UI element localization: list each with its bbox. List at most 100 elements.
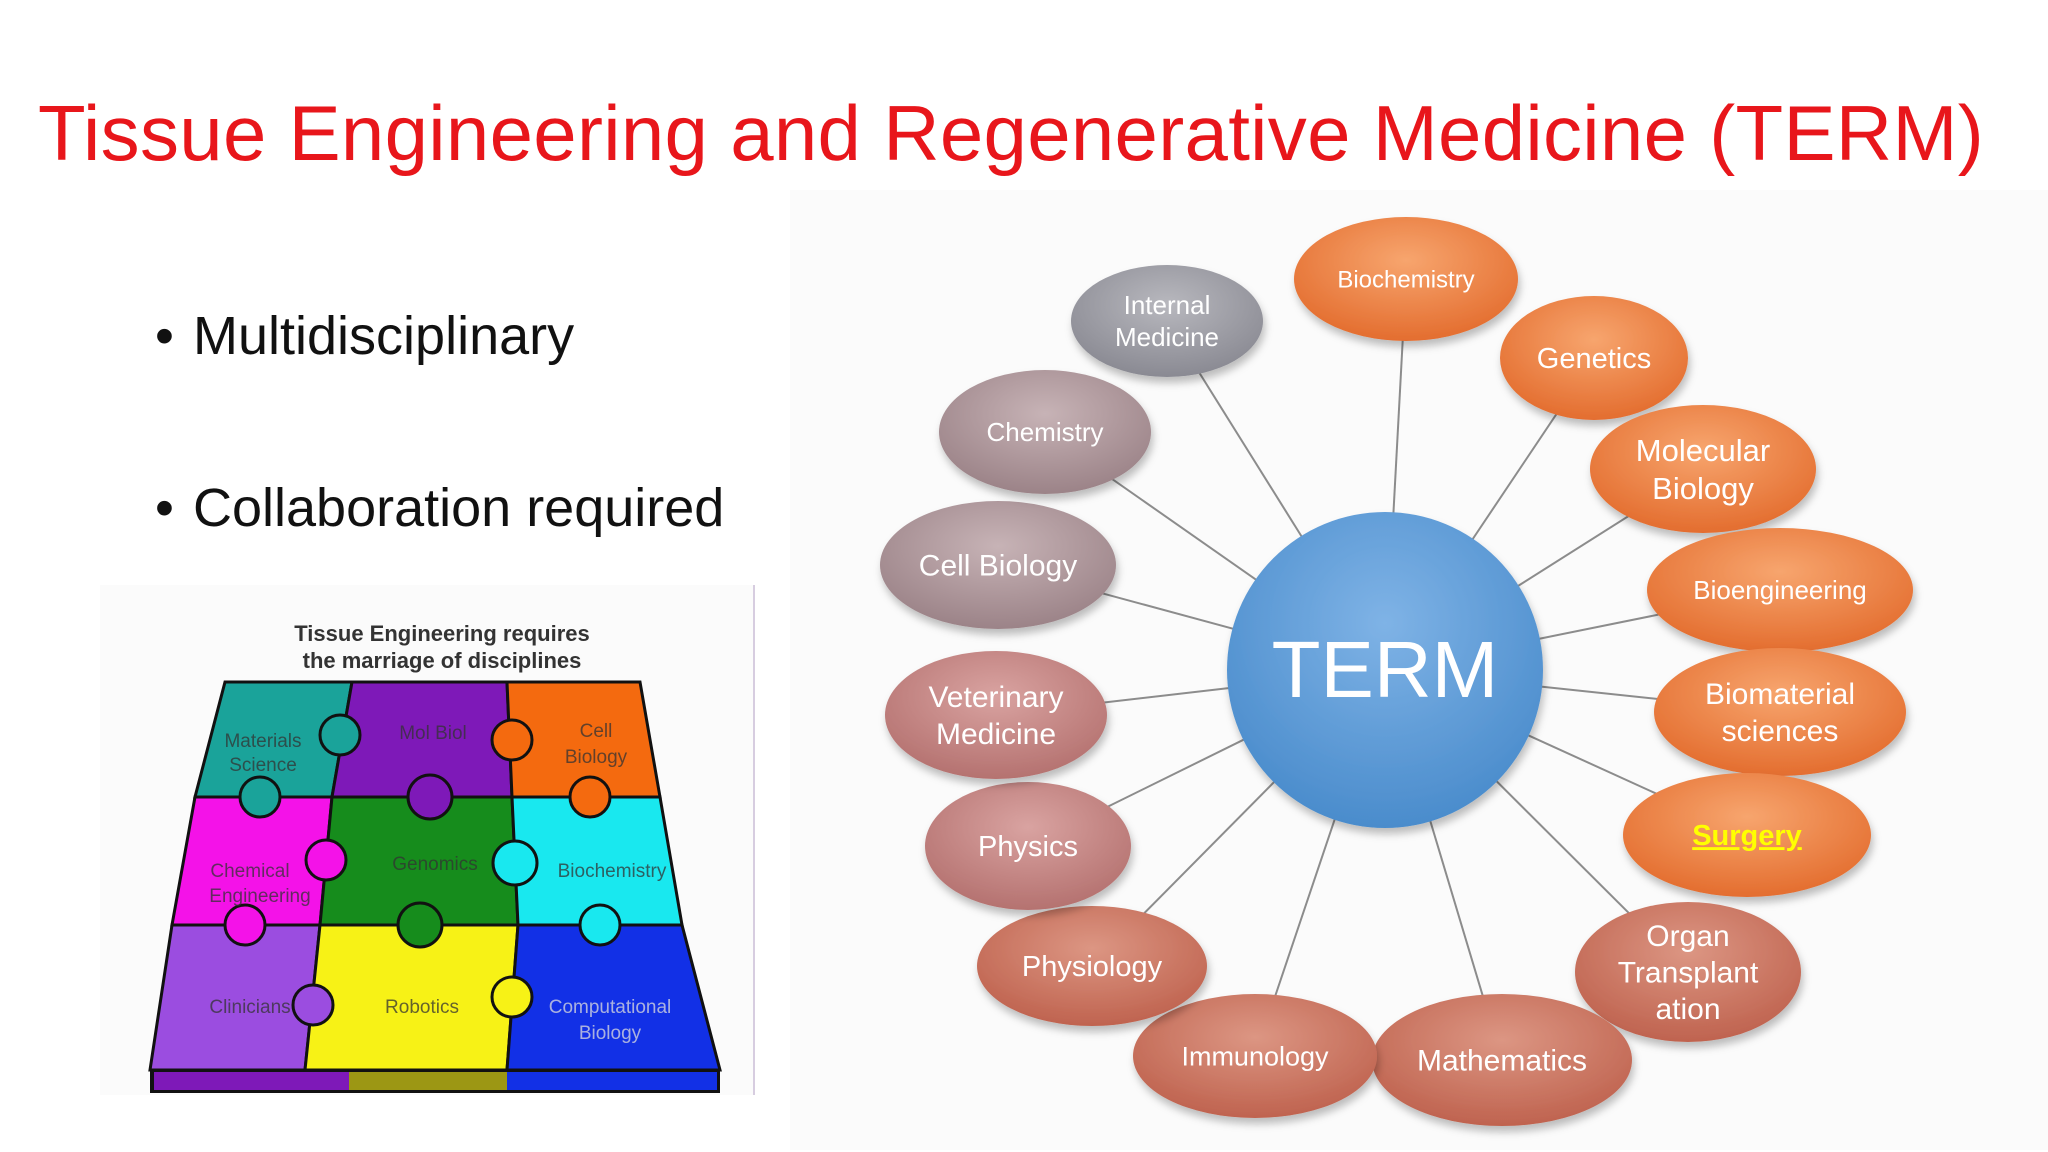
- bullet-item: • Multidisciplinary: [155, 305, 574, 367]
- node-genetics: Genetics: [1500, 296, 1688, 420]
- figure-border: [753, 585, 755, 1095]
- node-ellipse-biomaterial-sciences: [1654, 648, 1906, 776]
- puzzle-label: Biochemistry: [558, 861, 667, 882]
- connector-internal-medicine: [1194, 365, 1307, 544]
- connector-organ-transplant-ation: [1490, 775, 1642, 926]
- connector-biochemistry: [1392, 337, 1404, 521]
- node-ellipse-immunology: [1133, 994, 1377, 1118]
- node-ellipse-physiology: [977, 906, 1207, 1026]
- node-label-physiology: Physiology: [1022, 951, 1163, 983]
- puzzle-label: Chemical: [210, 861, 289, 882]
- node-label-biochemistry: Biochemistry: [1337, 266, 1474, 293]
- connector-mathematics: [1427, 813, 1485, 1001]
- node-chemistry: Chemistry: [939, 370, 1151, 494]
- puzzle-knob: [291, 983, 335, 1027]
- puzzle-knob: [578, 903, 622, 947]
- puzzle-label: Genomics: [392, 854, 478, 875]
- puzzle-label: Biology: [579, 1023, 642, 1044]
- node-ellipse-genetics: [1500, 296, 1688, 420]
- puzzle-label: Cell: [580, 721, 613, 742]
- node-label-genetics: Genetics: [1537, 343, 1651, 375]
- puzzle-svg: Tissue Engineering requires the marriage…: [148, 621, 722, 1093]
- puzzle-knob: [406, 773, 454, 821]
- term-center-label: TERM: [1272, 625, 1499, 714]
- puzzle-knob: [318, 713, 362, 757]
- node-ellipse-chemistry: [939, 370, 1151, 494]
- connector-chemistry: [1092, 464, 1263, 585]
- puzzle-base-segment: [507, 1072, 717, 1090]
- puzzle-label: Mol Biol: [399, 723, 467, 744]
- puzzle-caption: Tissue Engineering requires: [294, 621, 589, 646]
- puzzle-label: Biology: [565, 747, 628, 768]
- puzzle-label: Robotics: [385, 997, 459, 1018]
- node-ellipse-physics: [925, 782, 1131, 910]
- term-center-node: TERM: [1227, 512, 1543, 828]
- bullet-text: Collaboration required: [193, 478, 725, 538]
- node-physics: Physics: [925, 782, 1131, 910]
- node-ellipse-cell-biology: [880, 501, 1116, 629]
- connector-immunology: [1272, 811, 1339, 1001]
- node-ellipse-surgery: [1623, 773, 1871, 897]
- puzzle-pieces: [148, 680, 722, 1072]
- node-label-cell-biology: Cell Biology: [919, 550, 1077, 583]
- node-immunology: Immunology: [1133, 994, 1377, 1118]
- node-label-physics: Physics: [978, 831, 1078, 863]
- connector-genetics: [1467, 406, 1563, 546]
- puzzle-base-segment: [154, 1072, 349, 1090]
- puzzle-label: Computational: [549, 997, 672, 1018]
- puzzle-label: Science: [229, 755, 297, 776]
- puzzle-knob: [238, 775, 282, 819]
- node-ellipse-mathematics: [1372, 994, 1632, 1126]
- node-label-immunology: Immunology: [1181, 1041, 1329, 1071]
- term-center-circle: [1227, 512, 1543, 828]
- puzzle-piece-compbio: [505, 923, 722, 1072]
- node-ellipse-molecular-biology: [1590, 405, 1816, 533]
- node-label-chemistry: Chemistry: [986, 417, 1103, 447]
- node-ellipse-internal-medicine: [1071, 265, 1263, 377]
- connector-physiology: [1131, 775, 1281, 927]
- bullet-marker: •: [155, 478, 174, 538]
- node-label-mathematics: Mathematics: [1417, 1045, 1587, 1078]
- slide-title: Tissue Engineering and Regenerative Medi…: [38, 89, 1984, 177]
- puzzle-knob: [304, 838, 348, 882]
- node-mathematics: Mathematics: [1372, 994, 1632, 1126]
- puzzle-knob: [223, 903, 267, 947]
- puzzle-knob: [568, 775, 612, 819]
- puzzle-knob: [396, 901, 444, 949]
- puzzle-knob: [490, 975, 534, 1019]
- bullet-item: • Collaboration required: [155, 477, 724, 539]
- node-ellipse-bioengineering: [1647, 528, 1913, 652]
- bullet-text: Multidisciplinary: [193, 306, 575, 366]
- puzzle-figure: Tissue Engineering requires the marriage…: [100, 585, 755, 1095]
- node-ellipse-organ-transplant-ation: [1575, 902, 1801, 1042]
- puzzle-label: Clinicians: [209, 997, 290, 1018]
- puzzle-label: Engineering: [209, 886, 310, 907]
- puzzle-label: Materials: [224, 731, 301, 752]
- puzzle-knob: [491, 839, 539, 887]
- node-surgery: Surgery: [1623, 773, 1871, 897]
- node-cell-biology: Cell Biology: [880, 501, 1116, 629]
- node-ellipse-biochemistry: [1294, 217, 1518, 341]
- node-biochemistry: Biochemistry: [1294, 217, 1518, 341]
- puzzle-knob: [490, 718, 534, 762]
- connector-physics: [1082, 735, 1251, 821]
- node-ellipse-veterinary-medicine: [885, 651, 1107, 779]
- bullet-marker: •: [155, 306, 174, 366]
- node-label-bioengineering: Bioengineering: [1693, 575, 1866, 605]
- node-physiology: Physiology: [977, 906, 1207, 1026]
- node-bioengineering: Bioengineering: [1647, 528, 1913, 652]
- node-label-surgery[interactable]: Surgery: [1692, 820, 1802, 852]
- puzzle-caption: the marriage of disciplines: [303, 648, 582, 673]
- puzzle-knobs: [223, 713, 622, 1027]
